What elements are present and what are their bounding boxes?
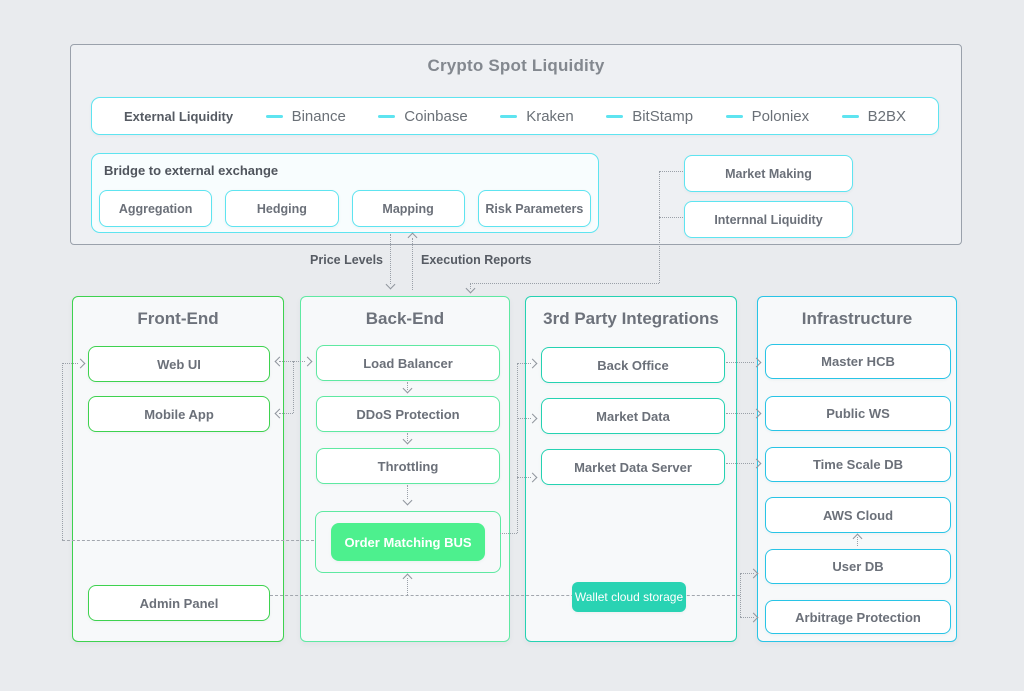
- frontend-column: Front-End Web UI Mobile App Admin Panel: [72, 296, 284, 642]
- bridge-title: Bridge to external exchange: [104, 163, 279, 178]
- connector-to-user-db: [740, 573, 754, 574]
- order-matching-outer-box: Order Matching BUS: [315, 511, 501, 573]
- back-office-box: Back Office: [541, 347, 725, 383]
- connector-ddos-throttling: [407, 433, 408, 441]
- integrations-column: 3rd Party Integrations Back Office Marke…: [525, 296, 737, 642]
- connector-side-horizontal: [470, 283, 659, 284]
- market-making-box: Market Making: [684, 155, 853, 192]
- exchange-dash-icon: [500, 114, 518, 118]
- user-db-box: User DB: [765, 549, 951, 584]
- connector-left-loop-vertical: [62, 363, 63, 540]
- connector-right-split-vertical: [740, 573, 741, 617]
- connector-internal-liquidity: [659, 217, 683, 218]
- connector-webui-loadbalancer: [279, 361, 305, 362]
- exchange-name: BitStamp: [632, 107, 694, 125]
- connector-to-market-data-server: [517, 477, 531, 478]
- aws-cloud-box: AWS Cloud: [765, 497, 951, 533]
- market-data-server-box: Market Data Server: [541, 449, 725, 485]
- connector-to-market-data: [517, 418, 531, 419]
- connector-branch-mobile: [279, 413, 293, 414]
- connector-mds-timescaledb: [726, 463, 754, 464]
- integrations-title: 3rd Party Integrations: [543, 309, 719, 328]
- market-data-box: Market Data: [541, 398, 725, 434]
- arrow-down-icon: [385, 279, 396, 290]
- price-levels-label: Price Levels: [310, 253, 383, 267]
- connector-left-loop-to-webui: [62, 363, 78, 364]
- infrastructure-title: Infrastructure: [801, 309, 913, 328]
- bridge-items-row: Aggregation Hedging Mapping Risk Paramet…: [99, 190, 591, 227]
- exchange-dash-icon: [725, 114, 743, 118]
- wallet-cloud-storage-box: Wallet cloud storage: [572, 582, 686, 612]
- connector-admin-horizontal: [270, 595, 740, 596]
- exchange-coinbase: Coinbase: [378, 107, 468, 125]
- infrastructure-column: Infrastructure Master HCB Public WS Time…: [757, 296, 957, 642]
- exchange-name: Coinbase: [404, 107, 468, 125]
- connector-side-vertical: [659, 171, 660, 283]
- exchange-binance: Binance: [265, 107, 346, 125]
- connector-userdb-awscloud: [857, 537, 858, 546]
- connector-marketdata-publicws: [726, 413, 754, 414]
- external-liquidity-label: External Liquidity: [124, 108, 234, 124]
- throttling-box: Throttling: [316, 448, 500, 484]
- connector-backoffice-masterhcb: [726, 362, 754, 363]
- connector-market-making: [659, 171, 683, 172]
- bridge-item-risk-parameters: Risk Parameters: [477, 190, 591, 227]
- exchange-name: Binance: [291, 107, 346, 125]
- order-matching-bus-box: Order Matching BUS: [331, 523, 485, 561]
- backend-column: Back-End Load Balancer DDoS Protection T…: [300, 296, 510, 642]
- load-balancer-box: Load Balancer: [316, 345, 500, 381]
- panel-title: Crypto Spot Liquidity: [427, 56, 605, 75]
- time-scale-db-box: Time Scale DB: [765, 447, 951, 482]
- connector-side-drop: [470, 283, 471, 289]
- connector-lb-ddos: [407, 382, 408, 390]
- connector-omb-out: [500, 533, 517, 534]
- execution-reports-label: Execution Reports: [421, 253, 532, 267]
- external-liquidity-bar: External Liquidity Binance Coinbase Krak…: [91, 97, 939, 135]
- mobile-app-box: Mobile App: [88, 396, 270, 432]
- exchange-name: Poloniex: [751, 107, 810, 125]
- backend-title: Back-End: [365, 309, 445, 328]
- arrow-down-icon: [465, 283, 476, 294]
- connector-execution-reports: [412, 238, 413, 290]
- connector-price-levels: [390, 234, 391, 284]
- master-hcb-box: Master HCB: [765, 344, 951, 379]
- exchange-kraken: Kraken: [500, 108, 574, 125]
- connector-to-back-office: [517, 363, 531, 364]
- connector-omb-vertical: [517, 363, 518, 533]
- exchange-dash-icon: [606, 114, 624, 118]
- exchange-dash-icon: [265, 114, 283, 118]
- bridge-to-external-exchange-box: Bridge to external exchange Aggregation …: [91, 153, 599, 233]
- connector-left-loop-horizontal: [62, 540, 314, 541]
- connector-to-arbitrage: [740, 617, 754, 618]
- frontend-title: Front-End: [137, 309, 219, 328]
- ddos-protection-box: DDoS Protection: [316, 396, 500, 432]
- connector-admin-to-omb: [407, 578, 408, 595]
- crypto-spot-liquidity-panel: Crypto Spot Liquidity External Liquidity…: [70, 44, 962, 245]
- connector-branch-mobile-vertical: [293, 361, 294, 413]
- bridge-item-aggregation: Aggregation: [99, 190, 213, 227]
- bridge-item-hedging: Hedging: [225, 190, 339, 227]
- bridge-item-mapping: Mapping: [351, 190, 465, 227]
- internal-liquidity-box: Internnal Liquidity: [684, 201, 853, 238]
- web-ui-box: Web UI: [88, 346, 270, 382]
- exchange-poloniex: Poloniex: [725, 107, 810, 125]
- arbitrage-protection-box: Arbitrage Protection: [765, 600, 951, 634]
- exchange-bitstamp: BitStamp: [606, 108, 693, 125]
- exchange-dash-icon: [841, 114, 859, 118]
- admin-panel-box: Admin Panel: [88, 585, 270, 621]
- exchange-name: Kraken: [526, 107, 574, 125]
- public-ws-box: Public WS: [765, 396, 951, 431]
- exchange-b2bx: B2BX: [841, 107, 906, 125]
- exchange-dash-icon: [378, 114, 396, 118]
- connector-throttling-omb: [407, 485, 408, 499]
- exchange-name: B2BX: [867, 107, 906, 125]
